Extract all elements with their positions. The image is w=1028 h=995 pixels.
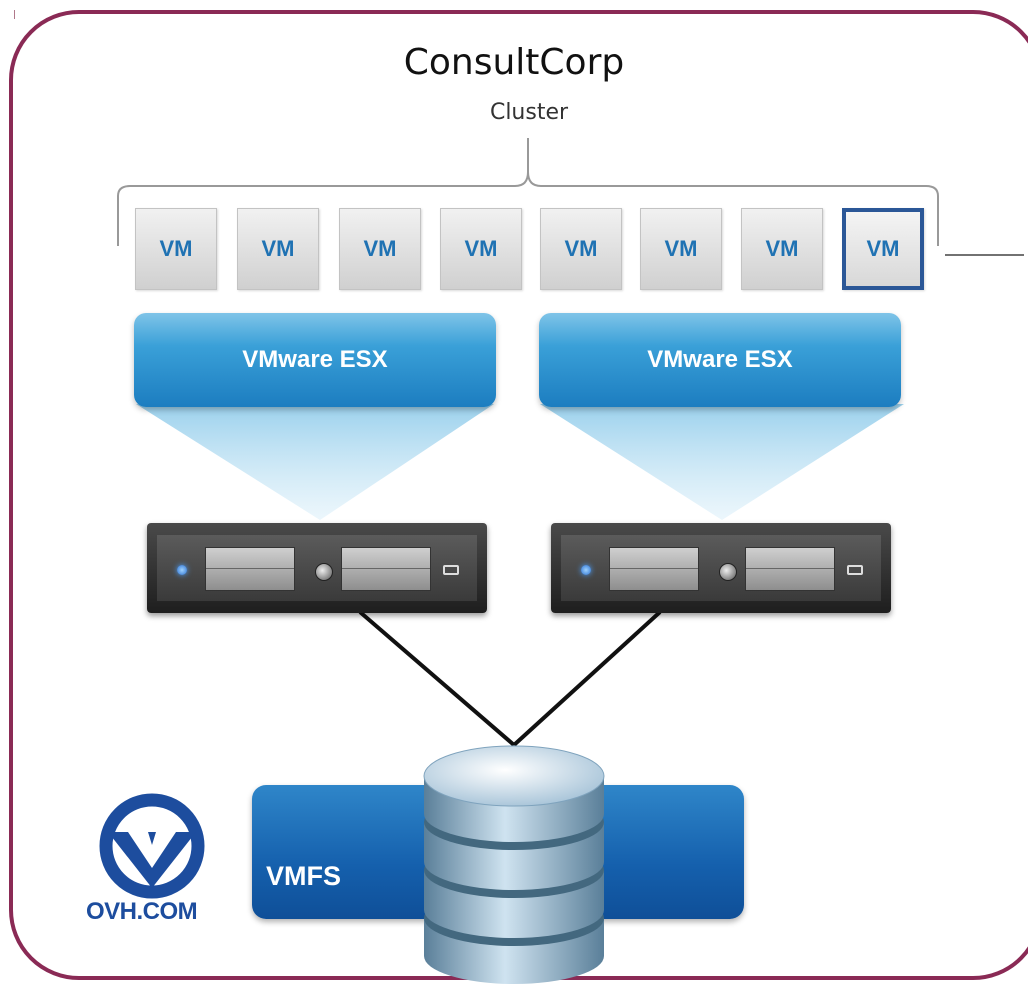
- vm-box: VM: [339, 208, 421, 290]
- drive-bay: [341, 547, 431, 591]
- hypervisor-box: VMware ESX: [134, 313, 496, 407]
- vm-box: VM: [237, 208, 319, 290]
- drive-bay: [745, 547, 835, 591]
- ovh-logo-text: OVH.COM: [86, 898, 198, 925]
- knob-icon: [315, 563, 333, 581]
- cluster-brace: [117, 138, 939, 246]
- link-right: [512, 610, 662, 747]
- power-led-icon: [177, 565, 187, 575]
- esx-fan-left: [136, 404, 494, 520]
- vmfs-label: VMFS: [266, 861, 342, 891]
- diagram-title: ConsultCorp: [403, 42, 625, 83]
- vm-box: VM: [741, 208, 823, 290]
- vm-box: VM: [540, 208, 622, 290]
- vm-box: VM: [135, 208, 217, 290]
- rack-server-icon: [551, 523, 891, 613]
- hypervisor-box: VMware ESX: [539, 313, 901, 407]
- ovh-logo-icon: [99, 793, 205, 899]
- port-icon: [847, 565, 863, 575]
- drive-bay: [205, 547, 295, 591]
- vm-box: VM: [640, 208, 722, 290]
- link-left: [358, 610, 516, 747]
- power-led-icon: [581, 565, 591, 575]
- rack-server-icon: [147, 523, 487, 613]
- vm-box-selected: VM: [842, 208, 924, 290]
- knob-icon: [719, 563, 737, 581]
- cluster-label: Cluster: [489, 100, 569, 125]
- corner-tick: [14, 10, 15, 19]
- drive-bay: [609, 547, 699, 591]
- vm-box: VM: [440, 208, 522, 290]
- esx-fan-right: [540, 404, 904, 520]
- port-icon: [443, 565, 459, 575]
